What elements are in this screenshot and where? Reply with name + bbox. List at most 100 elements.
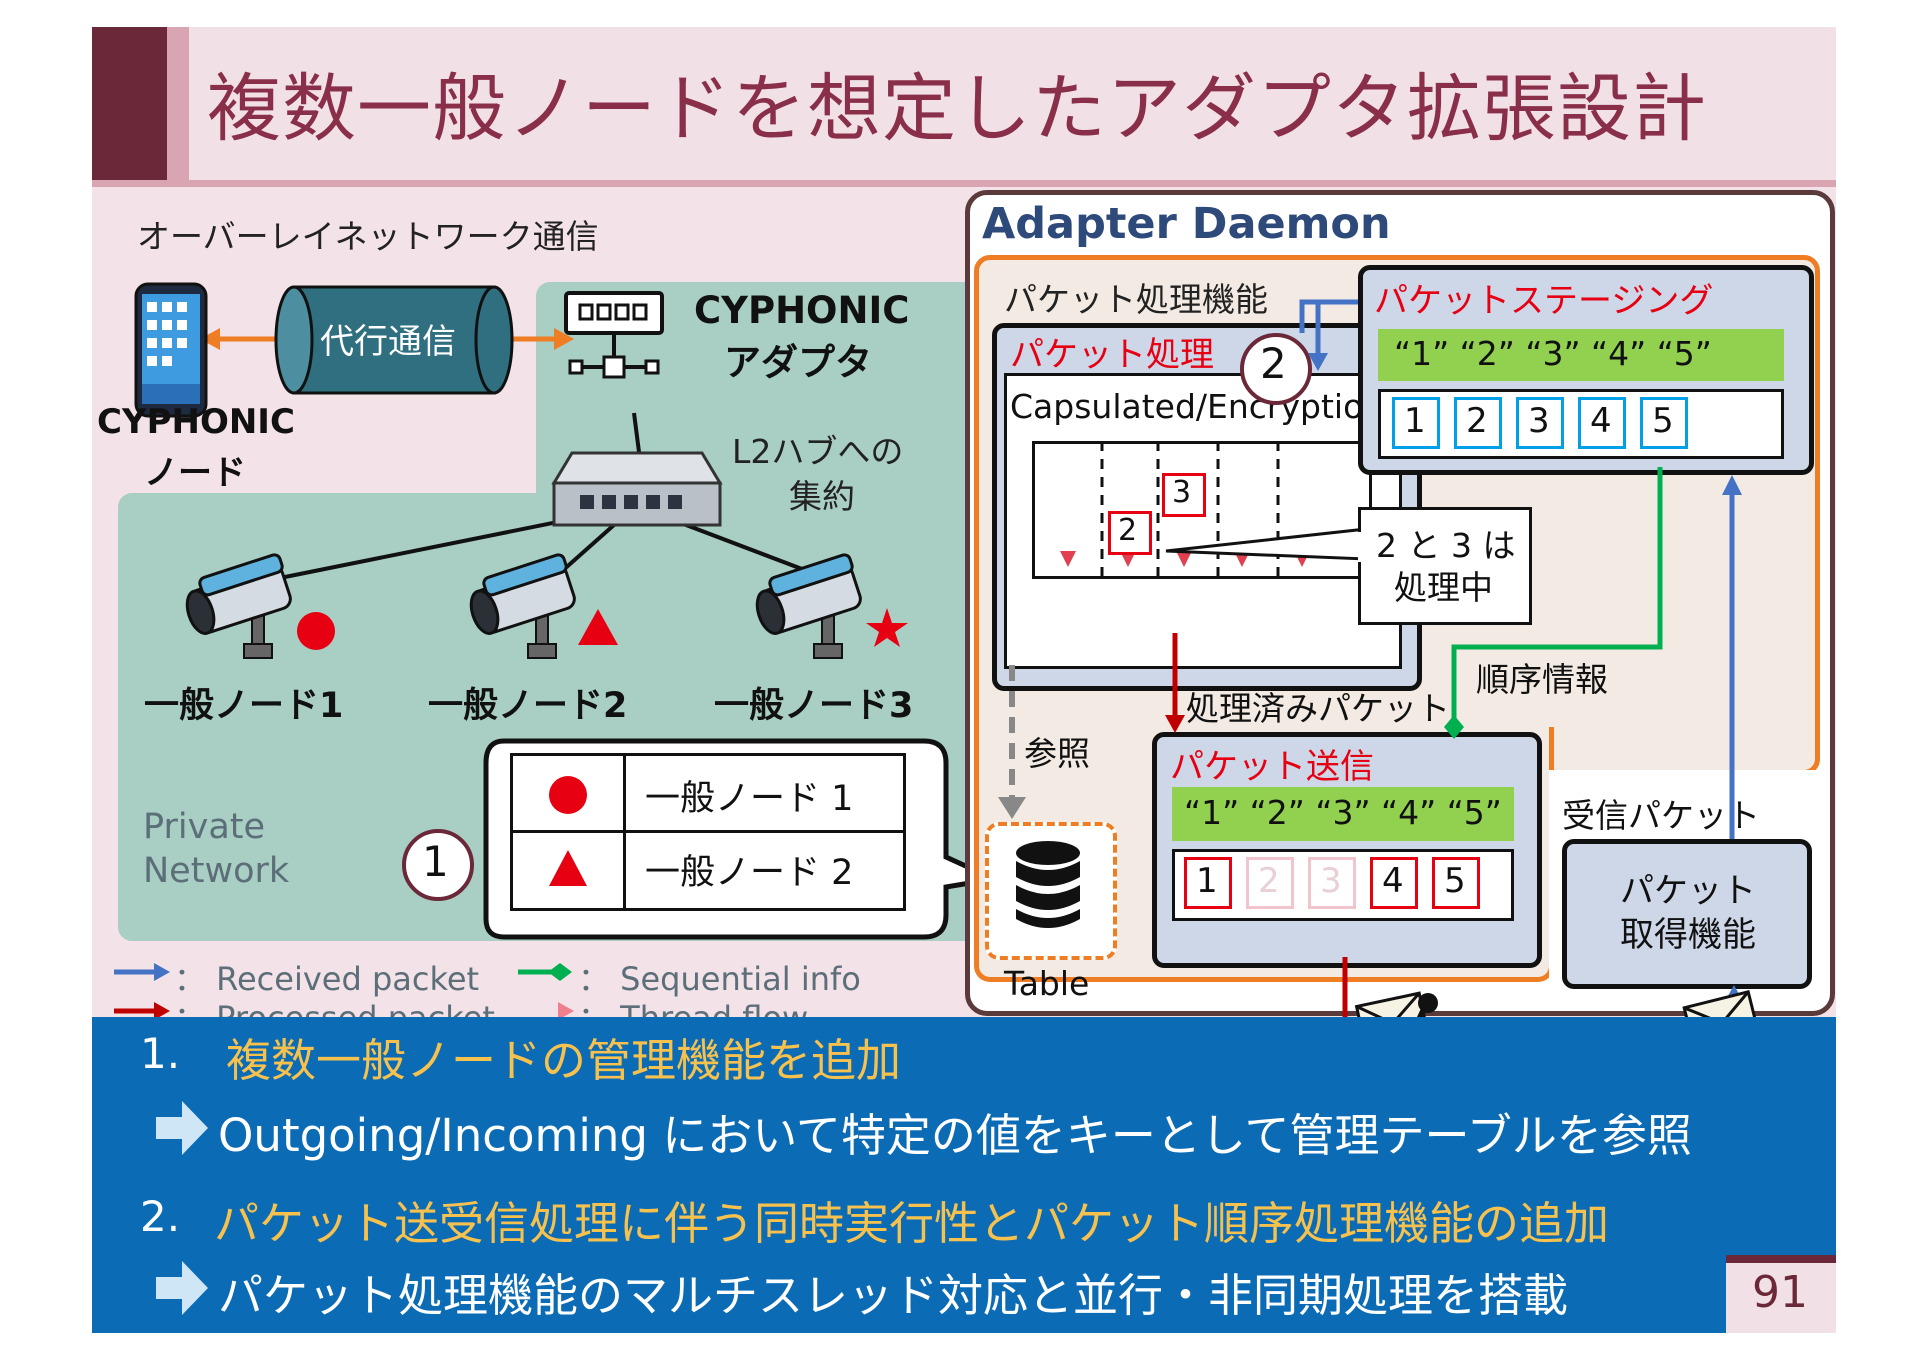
node-markers: [297, 608, 908, 650]
cyphonic-node-label-1: CYPHONIC: [97, 402, 295, 442]
overlay-label: オーバーレイネットワーク通信: [137, 217, 599, 256]
send-seq-labels: “1” “2” “3” “4” “5”: [1184, 793, 1502, 832]
staging-packet-1: [1392, 397, 1440, 449]
bullet-2-number: 2.: [140, 1192, 181, 1241]
send-packet-4: [1370, 857, 1418, 909]
send-title: パケット送信: [1170, 747, 1374, 787]
legend-sequential: ： Sequential info: [578, 960, 861, 998]
node-label-3: 一般ノード3: [714, 686, 914, 726]
staging-packet-3-label: 3: [1528, 401, 1550, 441]
title-accent: [92, 27, 167, 187]
staging-packet-4: [1578, 397, 1626, 449]
send-packet-3: [1308, 857, 1356, 909]
staging-packet-2: [1454, 397, 1502, 449]
slide: 複数一般ノードを想定したアダプタ拡張設計 オーバーレイネットワーク通信 CYPH…: [92, 27, 1836, 1333]
cyphonic-node-label-2: ノード: [144, 453, 246, 493]
send-packet-2: [1246, 857, 1294, 909]
table-red-triangle-icon: [549, 850, 587, 886]
reference-label: 参照: [1024, 734, 1090, 773]
bullet-2-text: パケット送受信処理に伴う同時実行性とパケット順序処理機能の追加: [214, 1197, 1610, 1250]
capsulated-label: Capsulated/Encryption: [1010, 387, 1385, 426]
summary-band: [92, 1017, 1836, 1333]
bullet-1-text: 複数一般ノードの管理機能を追加: [226, 1034, 902, 1087]
send-packet-5: [1432, 857, 1480, 909]
arrow-right-icon-2: [156, 1261, 208, 1315]
packet-proc-title: パケット処理: [1010, 335, 1214, 375]
send-packet-1-label: 1: [1196, 861, 1218, 901]
processing-callout-line2: 処理中: [1394, 568, 1493, 607]
step-1-number: 1: [422, 837, 449, 886]
camera-icon-2: [468, 552, 588, 662]
send-packet-2-label: 2: [1258, 861, 1280, 901]
bullet-1-subtext: Outgoing/Incoming において特定の値をキーとして管理テーブルを参…: [218, 1109, 1692, 1162]
staging-title: パケットステージング: [1374, 281, 1714, 321]
database-icon: [1012, 839, 1084, 935]
step-2-number: 2: [1260, 339, 1287, 388]
title-underline: [92, 180, 1836, 187]
thread-packet-3: [1162, 473, 1206, 517]
send-packet-3-label: 3: [1320, 861, 1342, 901]
red-star-marker: [866, 608, 908, 647]
table-row-1-label: 一般ノード 1: [645, 779, 854, 819]
send-seq-bar: [1172, 787, 1514, 841]
red-circle-marker: [297, 612, 335, 650]
l2-hub-icon: [550, 447, 724, 531]
step-2-badge: [1240, 333, 1312, 405]
node-table: 一般ノード 1 一般ノード 2: [510, 753, 906, 911]
private-network-label-1: Private: [143, 807, 266, 847]
cyphonic-adapter-label-2: アダプタ: [724, 341, 872, 384]
node-label-1: 一般ノード1: [144, 686, 344, 726]
proxy-tunnel-icon: [274, 283, 514, 397]
title-accent-stripe: [167, 27, 189, 187]
staging-packet-5-label: 5: [1652, 401, 1674, 441]
proxy-label: 代行通信: [320, 322, 456, 362]
staging-packet-4-label: 4: [1590, 401, 1612, 441]
private-network-label-2: Network: [143, 851, 290, 891]
step-1-badge: [402, 829, 474, 901]
page-title: 複数一般ノードを想定したアダプタ拡張設計: [207, 66, 1707, 152]
processed-packet-label: 処理済みパケット: [1186, 689, 1450, 728]
legend-arrows: [114, 963, 574, 1020]
bullet-2-subtext: パケット処理機能のマルチスレッド対応と並行・非同期処理を搭載: [218, 1269, 1569, 1322]
title-bar: [92, 27, 1836, 187]
smartphone-icon: [132, 280, 210, 420]
send-packet-5-label: 5: [1444, 861, 1466, 901]
send-packet-4-label: 4: [1382, 861, 1404, 901]
send-packet-1: [1184, 857, 1232, 909]
staging-packet-1-label: 1: [1404, 401, 1426, 441]
bullet-1-number: 1.: [140, 1029, 181, 1078]
thread-packet-2-label: 2: [1118, 513, 1138, 548]
node-label-2: 一般ノード2: [428, 686, 628, 726]
l2hub-label-1: L2ハブへの: [732, 432, 904, 471]
l2hub-label-2: 集約: [789, 477, 855, 516]
order-info-label: 順序情報: [1476, 660, 1608, 699]
packet-func-label: パケット処理機能: [1004, 280, 1268, 319]
arrow-right-icon-1: [156, 1101, 208, 1155]
page-number-box: [1726, 1255, 1836, 1333]
legend-received: ： Received packet: [174, 960, 480, 998]
staging-packet-3: [1516, 397, 1564, 449]
daemon-title: Adapter Daemon: [982, 199, 1391, 249]
page-number: 91: [1752, 1267, 1808, 1318]
processing-callout-gap: [1358, 532, 1364, 562]
processing-callout-line1: 2 と 3 は: [1376, 526, 1516, 565]
staging-seq-labels: “1” “2” “3” “4” “5”: [1394, 334, 1712, 373]
table-red-circle-icon: [549, 776, 587, 814]
staging-seq-bar: [1378, 329, 1784, 381]
staging-packet-2-label: 2: [1466, 401, 1488, 441]
acquire-box: [1562, 839, 1812, 989]
cyphonic-adapter-label-1: CYPHONIC: [694, 289, 910, 332]
thread-packet-3-label: 3: [1172, 475, 1192, 510]
staging-packet-5: [1640, 397, 1688, 449]
camera-icon-1: [184, 552, 304, 662]
adapter-device-icon: [562, 289, 666, 417]
table-row-2-label: 一般ノード 2: [645, 853, 854, 893]
thread-packet-2: [1108, 511, 1152, 555]
table-label: Table: [1004, 964, 1090, 1003]
acquire-label-2: 取得機能: [1620, 915, 1756, 955]
red-triangle-marker: [578, 609, 618, 645]
camera-icon-3: [754, 552, 874, 662]
table-db-frame: [985, 822, 1117, 960]
recv-packet-label: 受信パケット: [1562, 796, 1760, 835]
acquire-label-1: パケット: [1620, 871, 1756, 911]
